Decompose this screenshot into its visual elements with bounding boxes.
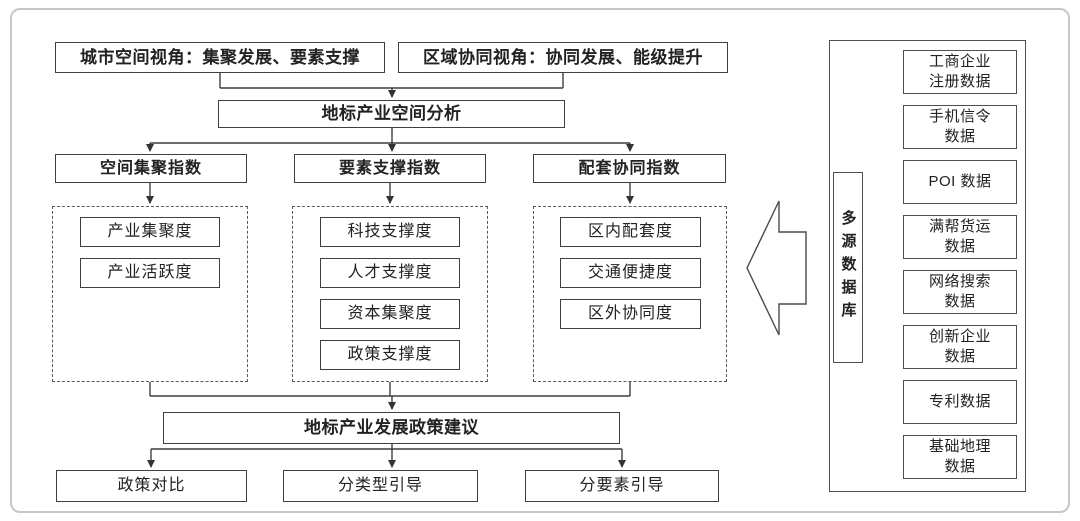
index-to-group-connectors [146,183,634,204]
block-arrow-left-icon [746,200,807,336]
source-innovative-enterprise: 创新企业 数据 [903,325,1017,369]
analysis-title-box: 地标产业空间分析 [218,100,565,128]
item-tech-support: 科技支撑度 [320,217,460,247]
item-industry-agglomeration: 产业集聚度 [80,217,220,247]
source-patent: 专利数据 [903,380,1017,424]
source-poi: POI 数据 [903,160,1017,204]
top-merge-connector [219,73,564,98]
source-basic-geography: 基础地理 数据 [903,435,1017,479]
item-traffic-convenience: 交通便捷度 [560,258,701,288]
item-policy-support: 政策支撑度 [320,340,460,370]
source-freight: 满帮货运 数据 [903,215,1017,259]
group-merge-connector [149,382,631,410]
factor-group-frame [292,206,488,382]
output-policy-comparison: 政策对比 [56,470,247,502]
item-talent-support: 人才支撑度 [320,258,460,288]
policy-title-box: 地标产业发展政策建议 [163,412,620,444]
index-factor-box: 要素支撑指数 [294,154,486,183]
index-spatial-box: 空间集聚指数 [55,154,247,183]
item-capital-agglomeration: 资本集聚度 [320,299,460,329]
database-title-box: 多源数据库 [833,172,863,363]
perspective-city-box: 城市空间视角：集聚发展、要素支撑 [55,42,385,73]
page-border [10,8,1070,513]
spatial-group-frame [52,206,248,382]
output-factor-guidance: 分要素引导 [525,470,719,502]
policy-split-connector [147,444,626,468]
perspective-region-box: 区域协同视角：协同发展、能级提升 [398,42,728,73]
item-extra-region-synergy: 区外协同度 [560,299,701,329]
support-group-frame [533,206,727,382]
source-web-search: 网络搜索 数据 [903,270,1017,314]
source-mobile-signaling: 手机信令 数据 [903,105,1017,149]
output-type-guidance: 分类型引导 [283,470,478,502]
source-business-registration: 工商企业 注册数据 [903,50,1017,94]
item-intra-region-support: 区内配套度 [560,217,701,247]
index-support-box: 配套协同指数 [533,154,726,183]
analysis-split-connector [146,128,634,152]
item-industry-activity: 产业活跃度 [80,258,220,288]
